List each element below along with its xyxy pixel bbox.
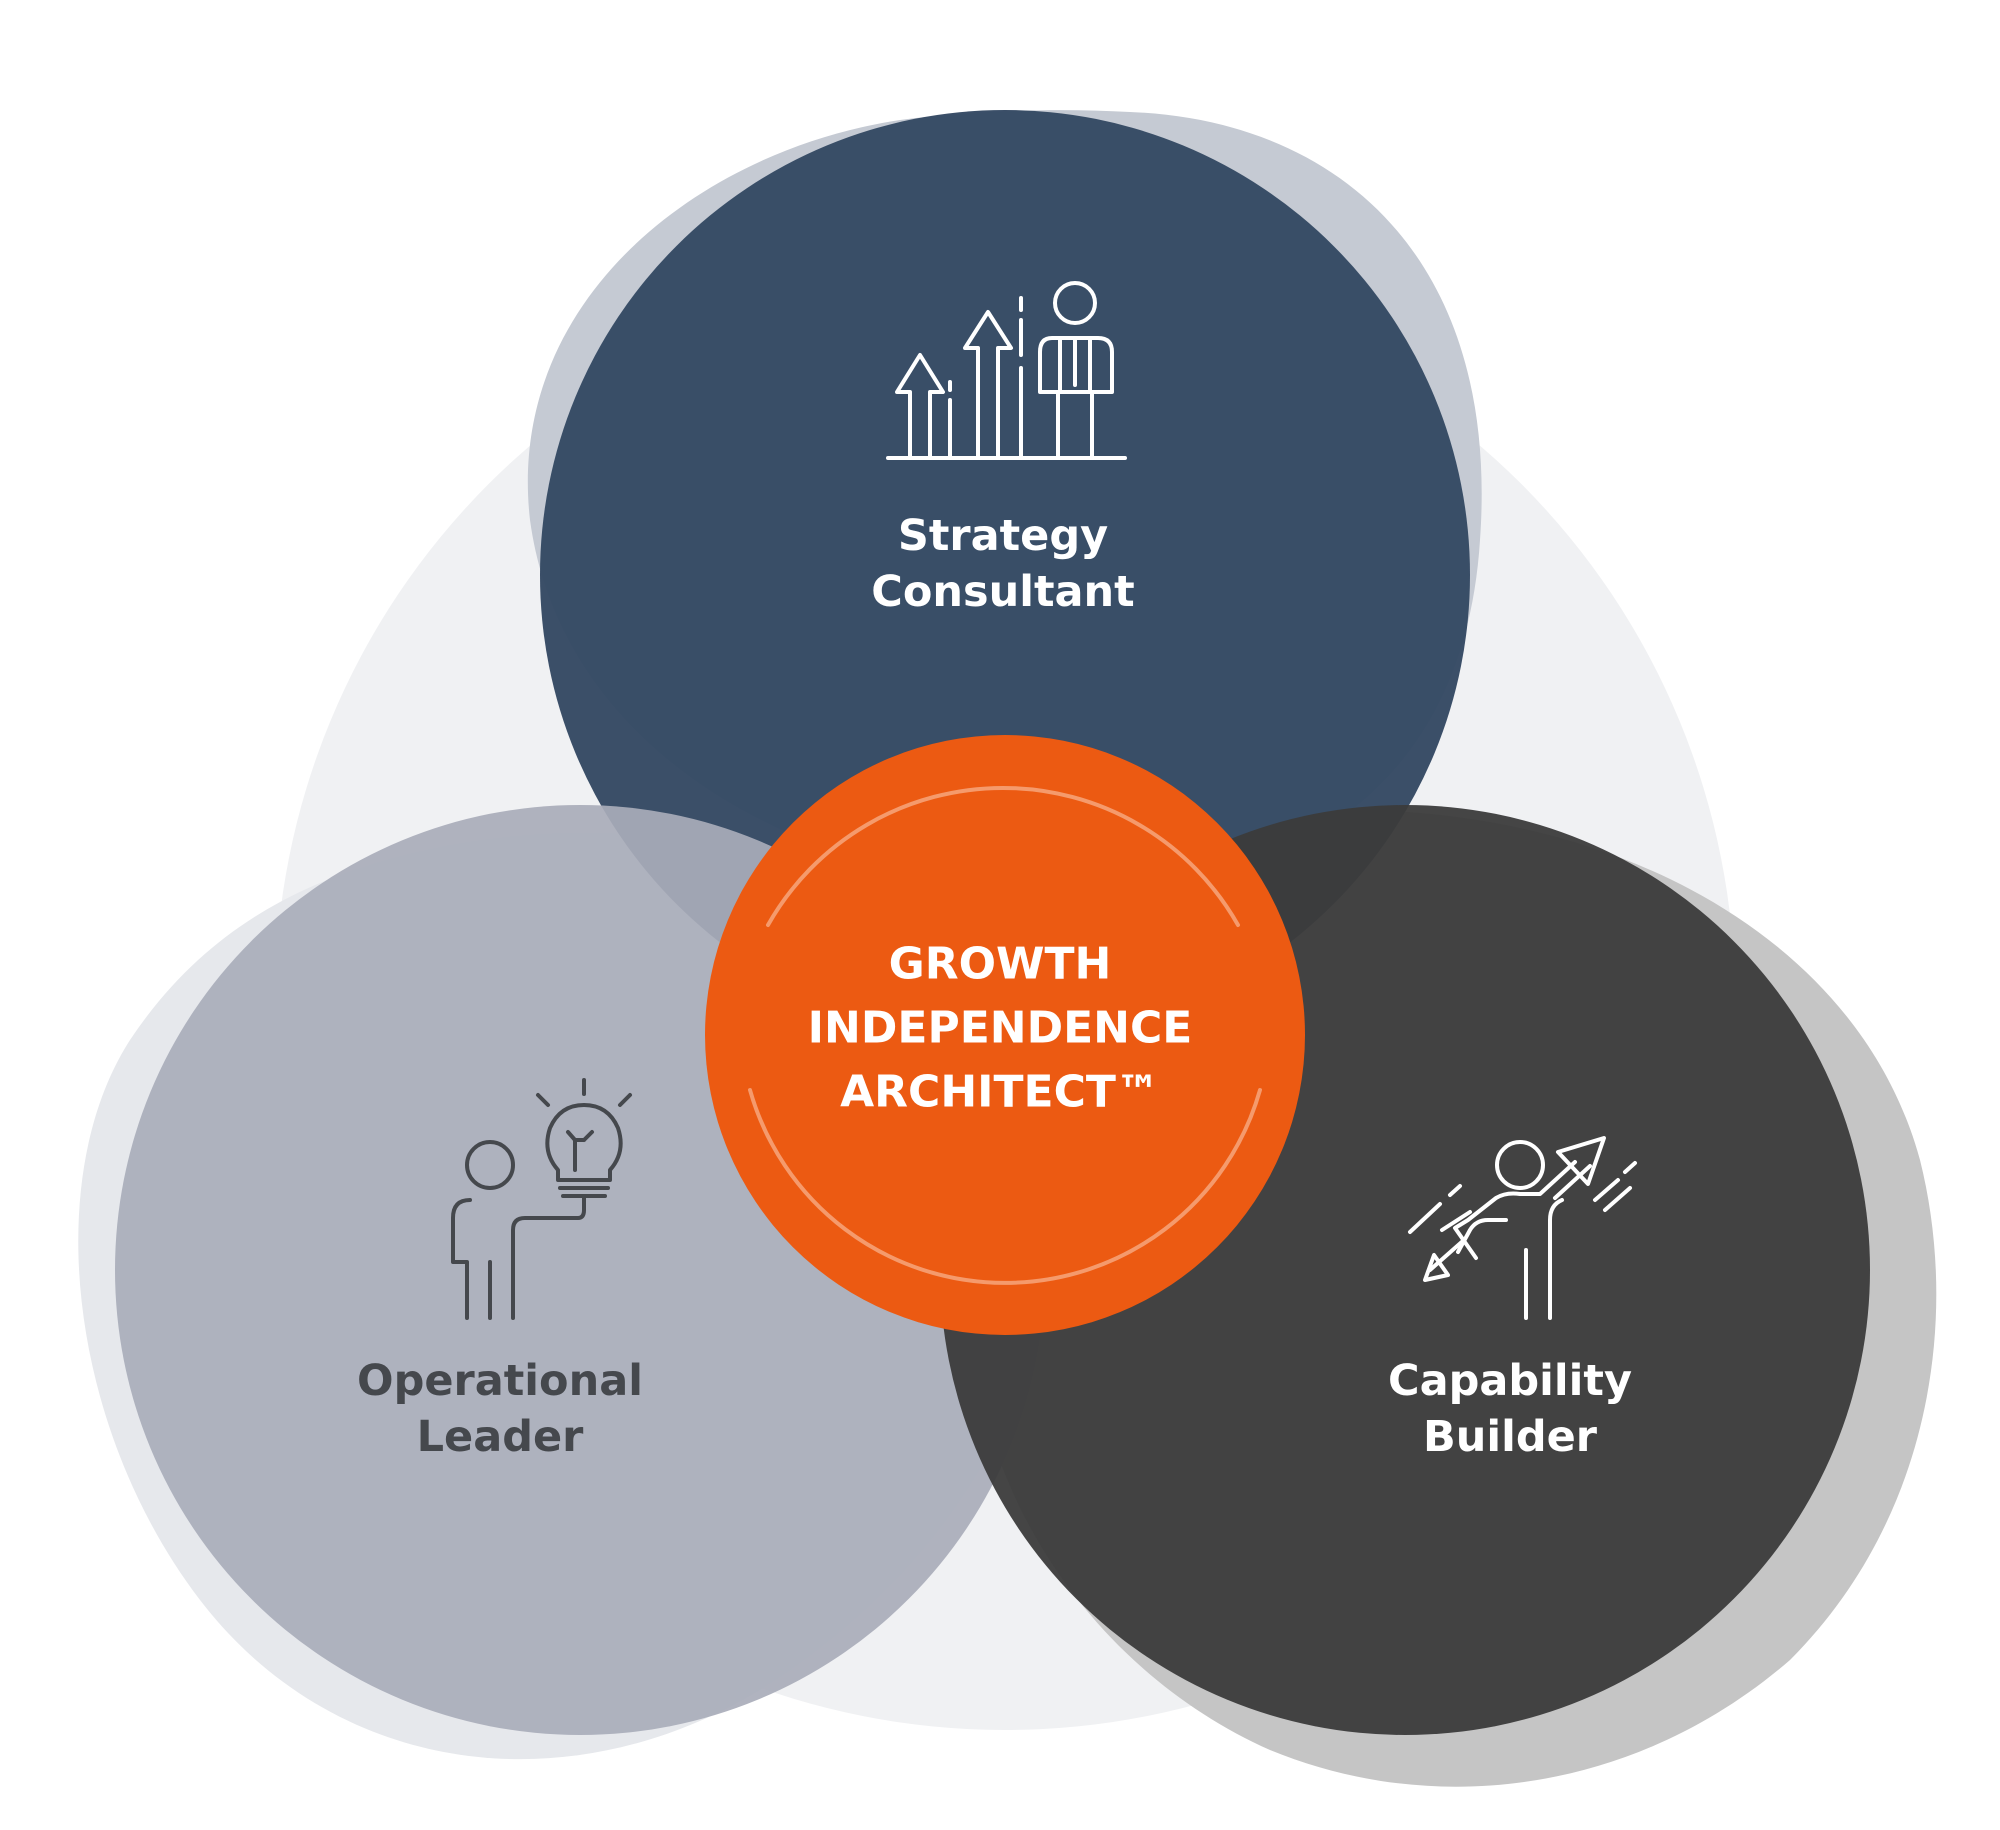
center-label-line-3: ARCHITECT™ — [840, 1065, 1160, 1117]
capability-label-line-1: Capability — [1388, 1356, 1632, 1407]
strategy-label-line-1: Strategy — [897, 511, 1109, 562]
growth-arrows-person-icon — [886, 281, 1127, 460]
capability-label: Capability Builder — [1388, 1354, 1632, 1466]
strategy-label-line-2: Consultant — [871, 567, 1135, 617]
person-lightbulb-icon — [451, 1078, 632, 1320]
center-label-line-2: INDEPENDENCE — [807, 1002, 1193, 1054]
strategy-circle — [540, 110, 1470, 1040]
center-arc-bottom — [748, 1088, 1262, 1285]
operational-label-line-1: Operational — [357, 1356, 643, 1407]
center-arc-top — [766, 785, 1240, 927]
capability-label-line-2: Builder — [1422, 1412, 1597, 1462]
operational-label-line-2: Leader — [416, 1412, 584, 1462]
center-label-line-1: GROWTH — [888, 938, 1112, 990]
center-label: GROWTH INDEPENDENCE ARCHITECT™ — [808, 932, 1193, 1123]
operational-label: Operational Leader — [357, 1354, 643, 1466]
person-diagonal-arrow-icon — [1408, 1136, 1637, 1320]
center-circle — [705, 735, 1305, 1335]
strategy-label: Strategy Consultant — [871, 509, 1134, 621]
